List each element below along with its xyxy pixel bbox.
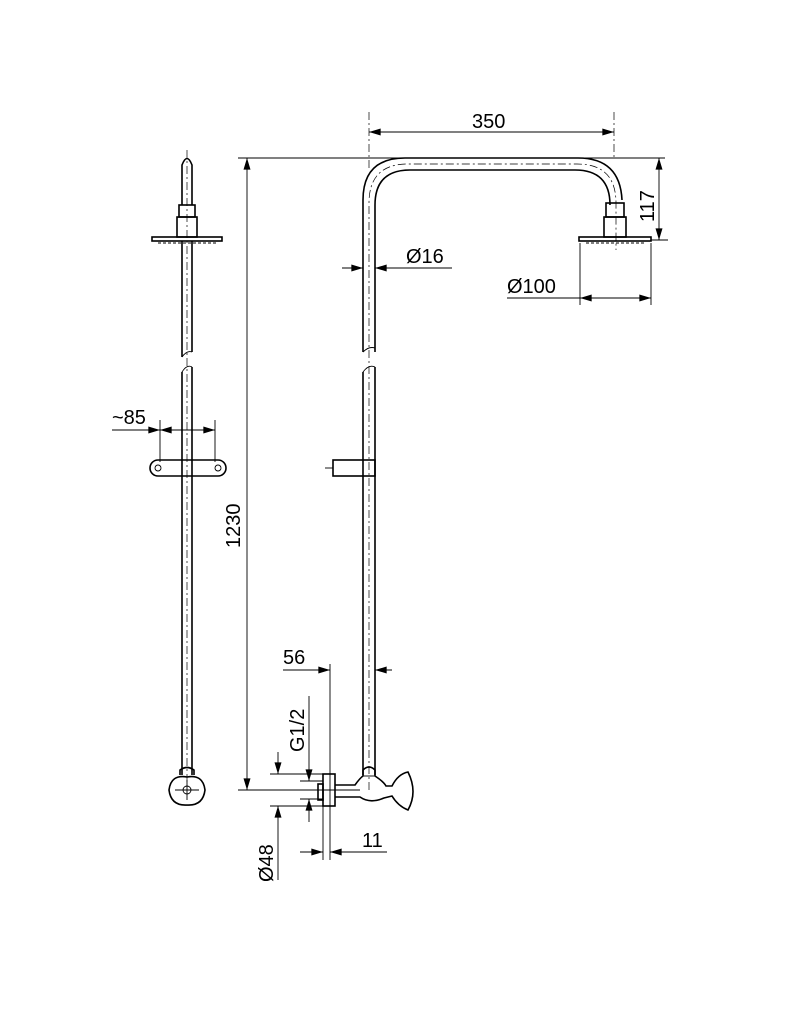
label-arm-length: 350 [472, 111, 505, 133]
label-flange-depth: 11 [362, 830, 383, 852]
dimension-total-height: 1230 [223, 157, 665, 791]
side-pipe-upper [181, 241, 193, 357]
label-pipe-diameter: Ø16 [406, 246, 444, 268]
side-valve-handle [168, 775, 206, 806]
dimension-arm-length: 350 [368, 111, 614, 136]
label-total-height: 1230 [223, 504, 245, 549]
dimension-flange-diameter: Ø48 [256, 752, 323, 882]
riser-pipe-lower [362, 367, 376, 775]
riser-pipe-outer [362, 157, 623, 352]
side-pipe-lower [181, 367, 193, 775]
dimension-thread: G1/2 [287, 696, 323, 822]
dimension-wall-distance: 56 [283, 647, 392, 860]
label-thread: G1/2 [287, 709, 309, 752]
label-head-drop: 117 [637, 190, 659, 222]
shower-head-plate [578, 236, 652, 242]
side-wall-bracket [149, 459, 227, 477]
valve-body [335, 766, 414, 812]
side-view [149, 150, 227, 806]
shower-head-nut [605, 202, 625, 218]
dimension-flange-depth: 11 [300, 806, 387, 860]
dimension-head-diameter: Ø100 [507, 243, 652, 305]
label-head-diameter: Ø100 [507, 276, 556, 298]
dimension-pipe-diameter: Ø16 [342, 246, 452, 272]
side-pipe-top [181, 157, 193, 205]
dimension-head-drop: 117 [637, 158, 668, 241]
label-bracket-offset: ~85 [112, 407, 146, 429]
shower-head-body [603, 216, 627, 238]
front-view [317, 112, 652, 812]
label-flange-diameter: Ø48 [256, 844, 278, 882]
dimension-bracket-offset: ~85 [112, 407, 216, 462]
label-wall-distance: 56 [283, 647, 305, 669]
